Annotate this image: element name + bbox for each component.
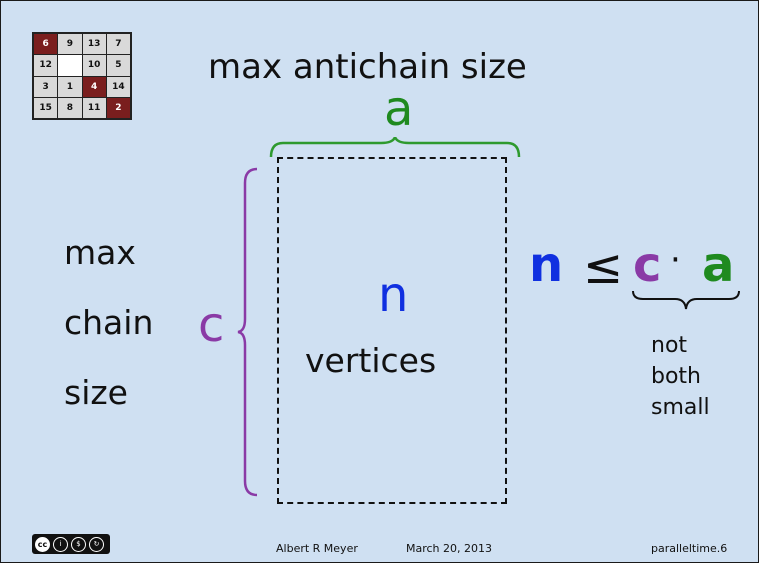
note-not: not [651,333,688,358]
antichain-brace [269,137,521,158]
puzzle-tile: 14 [106,76,130,97]
chain-brace [237,167,258,497]
puzzle-tile: 6 [34,34,58,55]
puzzle-tile: 3 [34,76,58,97]
puzzle-tile: 10 [82,55,106,76]
vertices-label: vertices [305,341,437,380]
formula-dot: · [670,240,681,280]
n-symbol: n [378,267,409,323]
by-icon: i [53,536,68,552]
formula-a: a [702,237,735,293]
formula-n: n [529,237,564,293]
puzzle-tile: 1 [58,76,82,97]
chain-label-max: max [64,233,136,272]
a-symbol: a [384,81,414,137]
footer-slide-id: paralleltime.6 [651,542,728,555]
nc-icon: $ [71,536,86,552]
note-both: both [651,364,701,389]
puzzle-tile: 15 [34,97,58,118]
product-underbrace [632,290,740,310]
creative-commons-badge: cc i $ ↻ [32,534,110,554]
cc-icon: cc [35,536,50,552]
puzzle-tile: 9 [58,34,82,55]
puzzle-tile: 8 [58,97,82,118]
puzzle-tile: 7 [106,34,130,55]
footer-author: Albert R Meyer [276,542,358,555]
puzzle-tile: 5 [106,55,130,76]
sa-icon: ↻ [89,536,104,552]
c-symbol: c [198,297,225,353]
formula-leq: ≤ [583,239,624,295]
footer-date: March 20, 2013 [406,542,493,555]
note-small: small [651,395,710,420]
puzzle-tile: 13 [82,34,106,55]
puzzle-tile: 11 [82,97,106,118]
formula-c: c [633,237,662,293]
vertices-box [277,157,507,504]
puzzle-tile: 12 [34,55,58,76]
chain-label-chain: chain [64,303,154,342]
puzzle-tile: 4 [82,76,106,97]
puzzle-tile: 2 [106,97,130,118]
puzzle-blank-tile [58,55,82,76]
slide-title: max antichain size [208,47,527,87]
chain-label-size: size [64,373,128,412]
